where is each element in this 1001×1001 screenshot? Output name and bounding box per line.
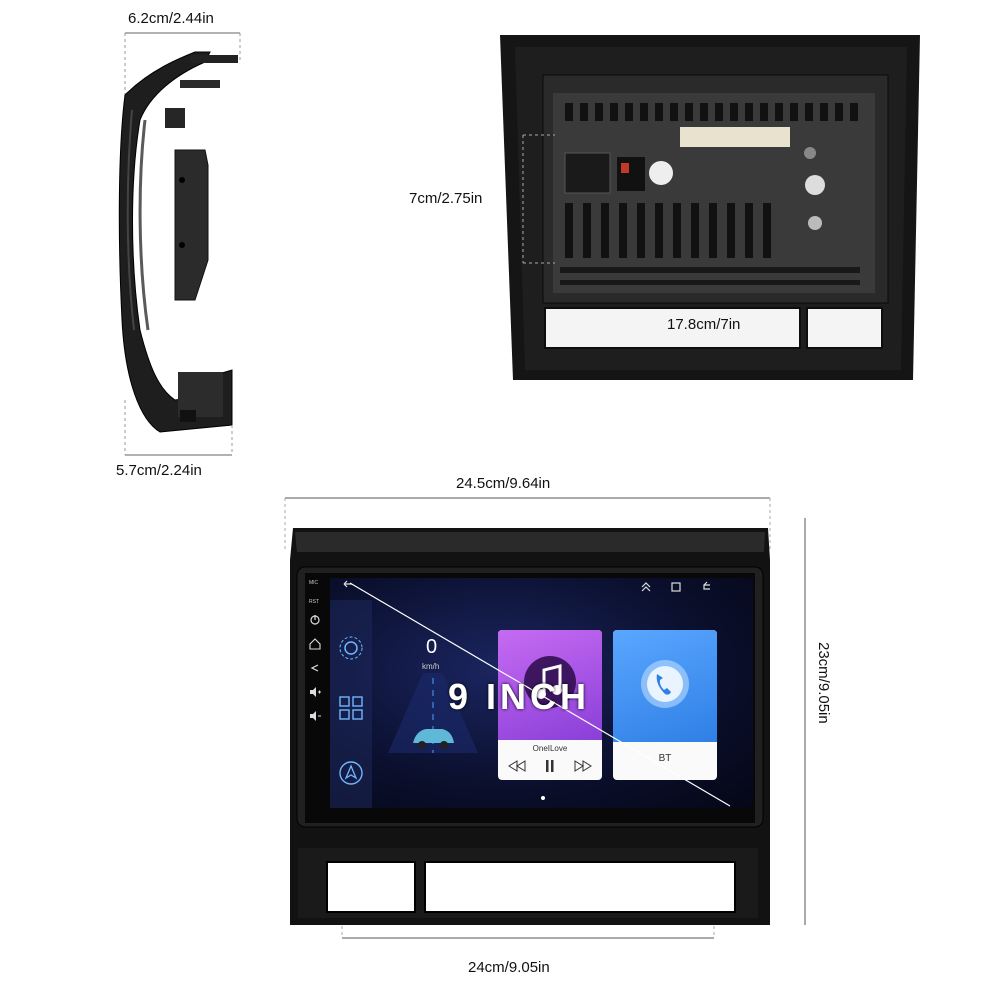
back-frame-drawing <box>500 35 920 380</box>
volume-down-icon[interactable] <box>309 710 321 722</box>
power-icon[interactable] <box>309 614 321 626</box>
recent-apps-icon[interactable] <box>670 581 682 593</box>
navigation-icon[interactable] <box>338 760 364 786</box>
phone-bluetooth-icon <box>641 660 689 708</box>
screen-size-label: 9 INCH <box>448 676 591 717</box>
volume-up-icon[interactable] <box>309 686 321 698</box>
back-width-label: 17.8cm/7in <box>667 316 741 333</box>
front-height-label: 23cm/9.05in <box>815 642 832 724</box>
back-view-panel: 7cm/2.75in 17.8cm/7in <box>395 25 935 395</box>
bt-label: BT <box>658 753 672 764</box>
chevron-up-icon[interactable] <box>640 581 652 593</box>
speed-value: 0 <box>426 636 438 658</box>
rst-label: RST <box>309 599 319 605</box>
page-indicator-dot <box>541 796 545 800</box>
display-screen: 0 km/h OneILove BT <box>330 578 753 808</box>
car-icon <box>413 729 454 749</box>
home-icon[interactable] <box>309 638 321 650</box>
music-card[interactable]: OneILove <box>498 630 602 780</box>
music-title: OneILove <box>532 744 568 753</box>
pause-icon[interactable] <box>545 759 555 773</box>
mic-label: MIC <box>309 580 319 586</box>
prev-track-icon[interactable] <box>508 760 526 772</box>
front-top-width-label: 24.5cm/9.64in <box>456 475 551 492</box>
music-note-icon <box>524 656 576 708</box>
side-view-panel: 6.2cm/2.44in 5.7cm/2.24in <box>0 0 260 490</box>
settings-gear-icon[interactable] <box>338 635 364 661</box>
side-bottom-depth-label: 5.7cm/2.24in <box>116 462 202 479</box>
app-dock <box>330 600 372 808</box>
back-arrow-icon[interactable] <box>700 581 714 593</box>
front-bottom-width-label: 24cm/9.05in <box>468 959 550 976</box>
diagonal-measure-line <box>349 582 731 807</box>
back-icon[interactable] <box>309 662 321 674</box>
side-top-depth-label: 6.2cm/2.44in <box>128 10 214 27</box>
bt-card[interactable]: BT <box>613 630 717 780</box>
next-track-icon[interactable] <box>574 760 592 772</box>
front-view-panel: 24.5cm/9.64in 23cm/9.05in 24cm/9.05in MI… <box>0 470 1001 1001</box>
apps-grid-icon[interactable] <box>338 695 364 721</box>
speed-unit: km/h <box>422 662 440 671</box>
speed-widget[interactable]: 0 km/h <box>378 628 488 758</box>
hardware-button-column: MIC RST <box>305 580 327 750</box>
side-profile-drawing <box>118 32 241 456</box>
back-height-label: 7cm/2.75in <box>409 190 483 207</box>
